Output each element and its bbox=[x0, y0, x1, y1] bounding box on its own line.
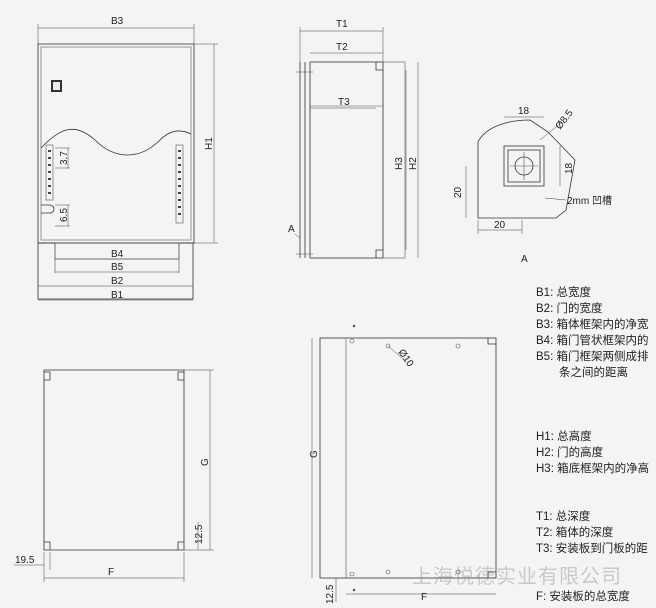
dim-b2: B2 bbox=[111, 276, 124, 287]
dim-f-right: F bbox=[421, 592, 427, 603]
dim-dia-10: Ø10 bbox=[396, 347, 416, 369]
side-view: A T1 T2 T3 H3 H2 bbox=[288, 19, 419, 259]
legend-b4: B4: 箱门管状框架内的 bbox=[536, 335, 649, 347]
dim-t1: T1 bbox=[336, 19, 348, 30]
dim-18-top: 18 bbox=[518, 106, 530, 117]
dim-19-5: 19.5 bbox=[15, 555, 35, 566]
dim-b3: B3 bbox=[111, 16, 124, 27]
dim-12-5-left: 12.5 bbox=[194, 524, 205, 544]
dim-18-side: 18 bbox=[564, 162, 575, 174]
legend: B1: 总宽度 B2: 门的宽度 B3: 箱体框架内的净宽 B4: 箱门管状框架… bbox=[536, 0, 656, 608]
dim-f-left: F bbox=[108, 567, 114, 578]
detail-a: 18 Ø8.5 18 20 20 2mm 凹槽 A bbox=[453, 106, 612, 265]
legend-h3: H3: 箱底框架内的净高 bbox=[536, 463, 650, 475]
mounting-plate-view: G 12.5 19.5 F bbox=[14, 369, 214, 582]
dim-h1: H1 bbox=[204, 137, 215, 150]
legend-t3: T3: 安装板到门板的距 bbox=[536, 543, 648, 555]
dim-g-left: G bbox=[200, 458, 211, 466]
dim-12-5-right: 12.5 bbox=[325, 584, 336, 604]
dim-h3: H3 bbox=[394, 157, 405, 170]
legend-b3: B3: 箱体框架内的净宽 bbox=[536, 319, 649, 331]
dim-20-bottom: 20 bbox=[494, 220, 506, 231]
watermark: 上海悦德实业有限公司 bbox=[412, 564, 622, 588]
dim-3-7: 3.7 bbox=[59, 151, 70, 165]
break-line bbox=[40, 128, 192, 156]
legend-f: F: 安装板的总宽度 bbox=[536, 591, 630, 603]
legend-b5-cont: 条之间的距离 bbox=[559, 367, 628, 379]
legend-b2: B2: 门的宽度 bbox=[536, 303, 603, 315]
side-a-label: A bbox=[288, 224, 295, 235]
dim-g-right: G bbox=[309, 450, 320, 458]
dim-b4: B4 bbox=[111, 249, 124, 260]
dim-b1: B1 bbox=[111, 290, 124, 301]
front-view: 3.7 6.5 B3 H1 B4 B5 B2 B1 bbox=[37, 16, 218, 301]
legend-h1: H1: 总高度 bbox=[536, 431, 592, 443]
dim-6-5: 6.5 bbox=[59, 208, 70, 222]
dim-20-side: 20 bbox=[453, 186, 464, 198]
legend-t1: T1: 总深度 bbox=[536, 511, 591, 523]
groove-label: 2mm 凹槽 bbox=[567, 194, 612, 207]
legend-b1: B1: 总宽度 bbox=[536, 287, 591, 299]
legend-t2: T2: 箱体的深度 bbox=[536, 527, 614, 539]
legend-h2: H2: 门的高度 bbox=[536, 447, 604, 459]
dim-h2: H2 bbox=[408, 157, 419, 170]
view-a-label: A bbox=[521, 254, 528, 265]
dim-b5: B5 bbox=[111, 262, 124, 273]
legend-b5: B5: 箱门框架两侧成排 bbox=[536, 351, 649, 363]
dim-t2: T2 bbox=[336, 42, 348, 53]
dim-t3: T3 bbox=[338, 97, 350, 108]
